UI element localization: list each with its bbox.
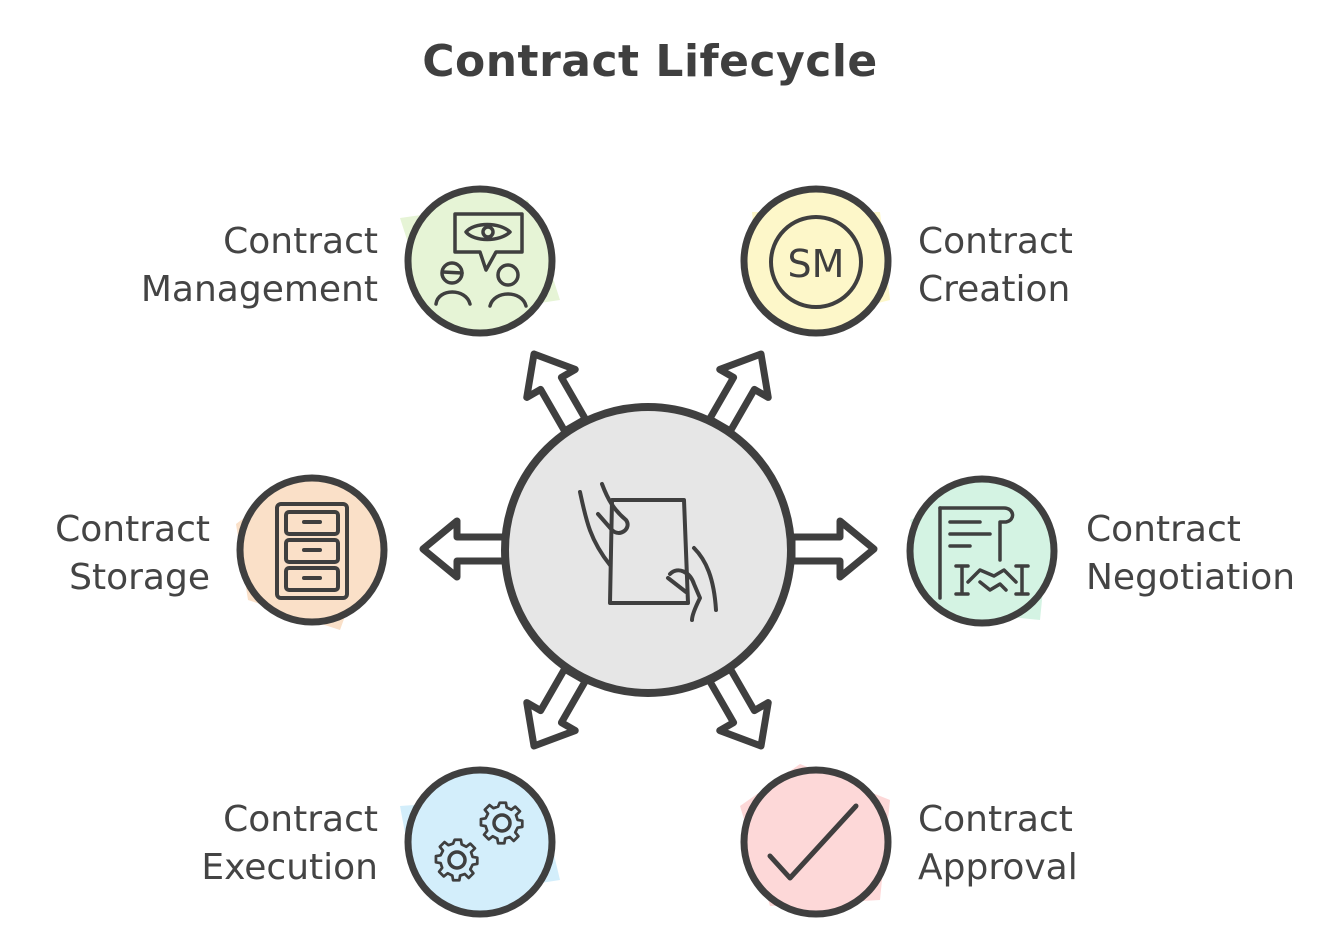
stage-management bbox=[400, 185, 560, 337]
stage-storage bbox=[236, 474, 388, 630]
stage-circle bbox=[740, 185, 892, 337]
checkmark-icon bbox=[767, 803, 859, 881]
stage-circle bbox=[404, 185, 556, 337]
label-negotiation: Contract Negotiation bbox=[1086, 506, 1326, 602]
arrow-to-execution bbox=[523, 665, 589, 750]
label-line1: Contract bbox=[223, 221, 378, 262]
label-line2: Storage bbox=[69, 557, 210, 598]
label-line1: Contract bbox=[55, 509, 210, 550]
label-line2: Approval bbox=[918, 847, 1078, 888]
gears-icon bbox=[434, 801, 524, 882]
arrows bbox=[419, 350, 878, 750]
arrow-to-approval bbox=[706, 665, 772, 750]
stage-circle bbox=[404, 766, 556, 918]
label-line1: Contract bbox=[1086, 509, 1241, 550]
label-line1: Contract bbox=[918, 799, 1073, 840]
diagram-title: Contract Lifecycle bbox=[422, 36, 878, 87]
center-hub bbox=[501, 403, 795, 697]
label-line1: Contract bbox=[918, 221, 1073, 262]
stage-approval bbox=[740, 764, 892, 918]
sm-seal-icon: SM bbox=[769, 215, 863, 309]
label-line1: Contract bbox=[223, 799, 378, 840]
filing-cabinet-icon bbox=[275, 502, 349, 600]
arrow-to-creation bbox=[706, 350, 772, 435]
label-line2: Execution bbox=[201, 847, 378, 888]
stage-circle bbox=[906, 475, 1058, 627]
stage-circle bbox=[740, 766, 892, 918]
label-line2: Creation bbox=[918, 269, 1071, 310]
eye-speech-people-icon bbox=[434, 212, 528, 308]
label-creation: Contract Creation bbox=[918, 218, 1178, 314]
svg-text:SM: SM bbox=[788, 242, 845, 286]
label-storage: Contract Storage bbox=[20, 506, 210, 602]
arrow-to-negotiation bbox=[788, 517, 878, 581]
document-handshake-icon bbox=[938, 506, 1030, 600]
label-execution: Contract Execution bbox=[150, 796, 378, 892]
arrow-to-storage bbox=[419, 517, 509, 581]
stage-creation: SM bbox=[740, 185, 892, 337]
stage-execution bbox=[400, 766, 560, 918]
label-approval: Contract Approval bbox=[918, 796, 1138, 892]
arrow-to-management bbox=[523, 350, 589, 435]
stage-negotiation bbox=[906, 475, 1058, 627]
label-management: Contract Management bbox=[110, 218, 378, 314]
hands-holding-document-icon bbox=[578, 482, 718, 622]
label-line2: Management bbox=[140, 269, 378, 310]
label-line2: Negotiation bbox=[1086, 557, 1296, 598]
